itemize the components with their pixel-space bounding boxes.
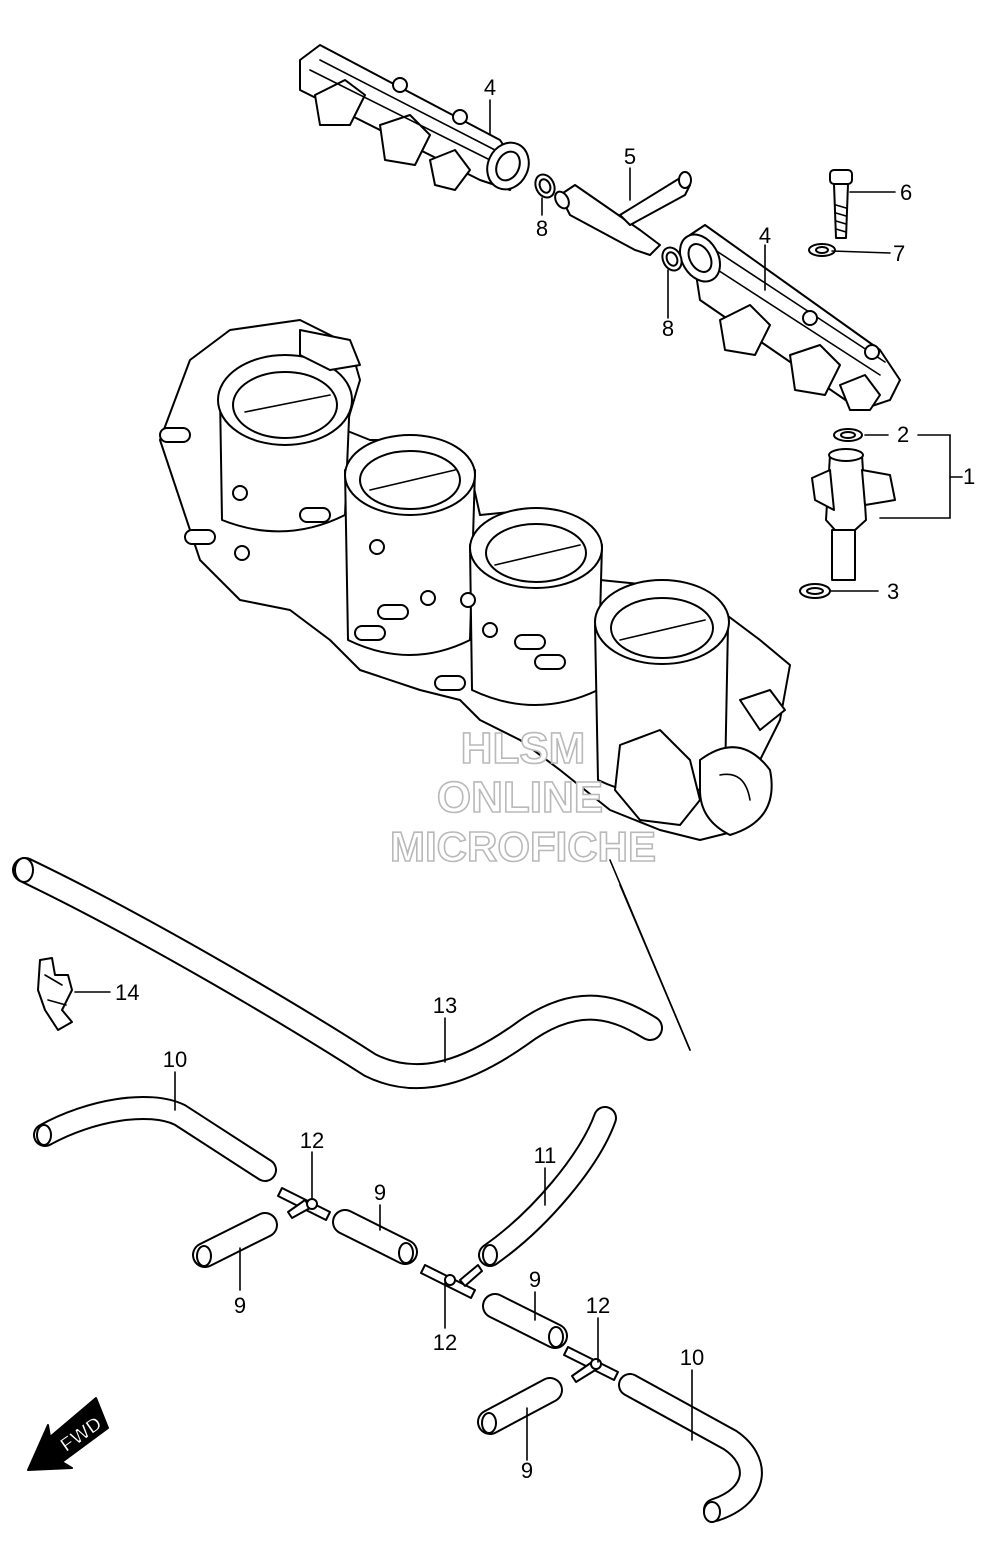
hose-clip[interactable] bbox=[37, 957, 73, 1031]
fuel-rail-right[interactable] bbox=[672, 224, 901, 411]
callouts: 1 2 3 4 4 5 6 7 8 8 9 9 9 9 10 10 11 12 … bbox=[115, 75, 975, 1483]
callout-9-c[interactable]: 9 bbox=[529, 1267, 541, 1292]
callout-10-upper[interactable]: 10 bbox=[163, 1047, 187, 1072]
leader-assembly-b bbox=[609, 859, 691, 1051]
joint-pipe[interactable] bbox=[552, 171, 692, 256]
hose-ten-upper[interactable] bbox=[33, 1095, 277, 1182]
callout-2[interactable]: 2 bbox=[897, 422, 909, 447]
callout-12-c[interactable]: 12 bbox=[586, 1293, 610, 1318]
tee-joint-2[interactable] bbox=[420, 1264, 483, 1299]
o-ring-lower[interactable] bbox=[799, 583, 831, 599]
hose-eleven[interactable] bbox=[478, 1106, 617, 1267]
o-ring-right[interactable] bbox=[659, 244, 685, 273]
callout-7[interactable]: 7 bbox=[893, 241, 905, 266]
tee-joint-3[interactable] bbox=[563, 1346, 619, 1383]
watermark-line3: MICROFICHE bbox=[390, 823, 656, 870]
callout-8-right[interactable]: 8 bbox=[662, 316, 674, 341]
o-ring-left[interactable] bbox=[532, 171, 558, 200]
fuel-injector[interactable] bbox=[811, 448, 896, 581]
callout-9-d[interactable]: 9 bbox=[521, 1458, 533, 1483]
tee-joint-1[interactable] bbox=[277, 1187, 331, 1221]
short-hose-3[interactable] bbox=[482, 1293, 568, 1349]
o-ring-upper[interactable] bbox=[833, 428, 863, 442]
callout-1[interactable]: 1 bbox=[963, 464, 975, 489]
fwd-arrow: FWD bbox=[27, 1397, 109, 1471]
callout-13[interactable]: 13 bbox=[433, 993, 457, 1018]
watermark-line2: ONLINE bbox=[437, 773, 603, 822]
watermark-line1: HLSM bbox=[461, 724, 586, 773]
throttle-body-assembly bbox=[159, 319, 791, 841]
callout-4-left[interactable]: 4 bbox=[484, 75, 496, 100]
callout-6[interactable]: 6 bbox=[900, 180, 912, 205]
callout-4-right[interactable]: 4 bbox=[759, 223, 771, 248]
callout-11[interactable]: 11 bbox=[534, 1143, 557, 1168]
hose-long[interactable] bbox=[12, 857, 663, 1090]
leader-lines bbox=[74, 99, 963, 1461]
callout-9-a[interactable]: 9 bbox=[234, 1293, 246, 1318]
hose-ten-lower[interactable] bbox=[618, 1373, 763, 1523]
callout-5[interactable]: 5 bbox=[624, 144, 636, 169]
washer[interactable] bbox=[808, 243, 836, 257]
short-hose-1[interactable] bbox=[192, 1212, 278, 1268]
callout-12-b[interactable]: 12 bbox=[433, 1330, 457, 1355]
bolt[interactable] bbox=[829, 169, 853, 239]
callout-12-a[interactable]: 12 bbox=[300, 1128, 324, 1153]
callout-9-b[interactable]: 9 bbox=[374, 1180, 386, 1205]
watermark: HLSM ONLINE MICROFICHE bbox=[389, 723, 657, 871]
fuel-rail-left[interactable] bbox=[299, 44, 536, 196]
short-hose-2[interactable] bbox=[332, 1209, 418, 1265]
callout-14[interactable]: 14 bbox=[115, 980, 139, 1005]
callout-10-lower[interactable]: 10 bbox=[680, 1345, 704, 1370]
callout-8-left[interactable]: 8 bbox=[536, 216, 548, 241]
callout-3[interactable]: 3 bbox=[887, 579, 899, 604]
short-hose-4[interactable] bbox=[477, 1377, 563, 1435]
